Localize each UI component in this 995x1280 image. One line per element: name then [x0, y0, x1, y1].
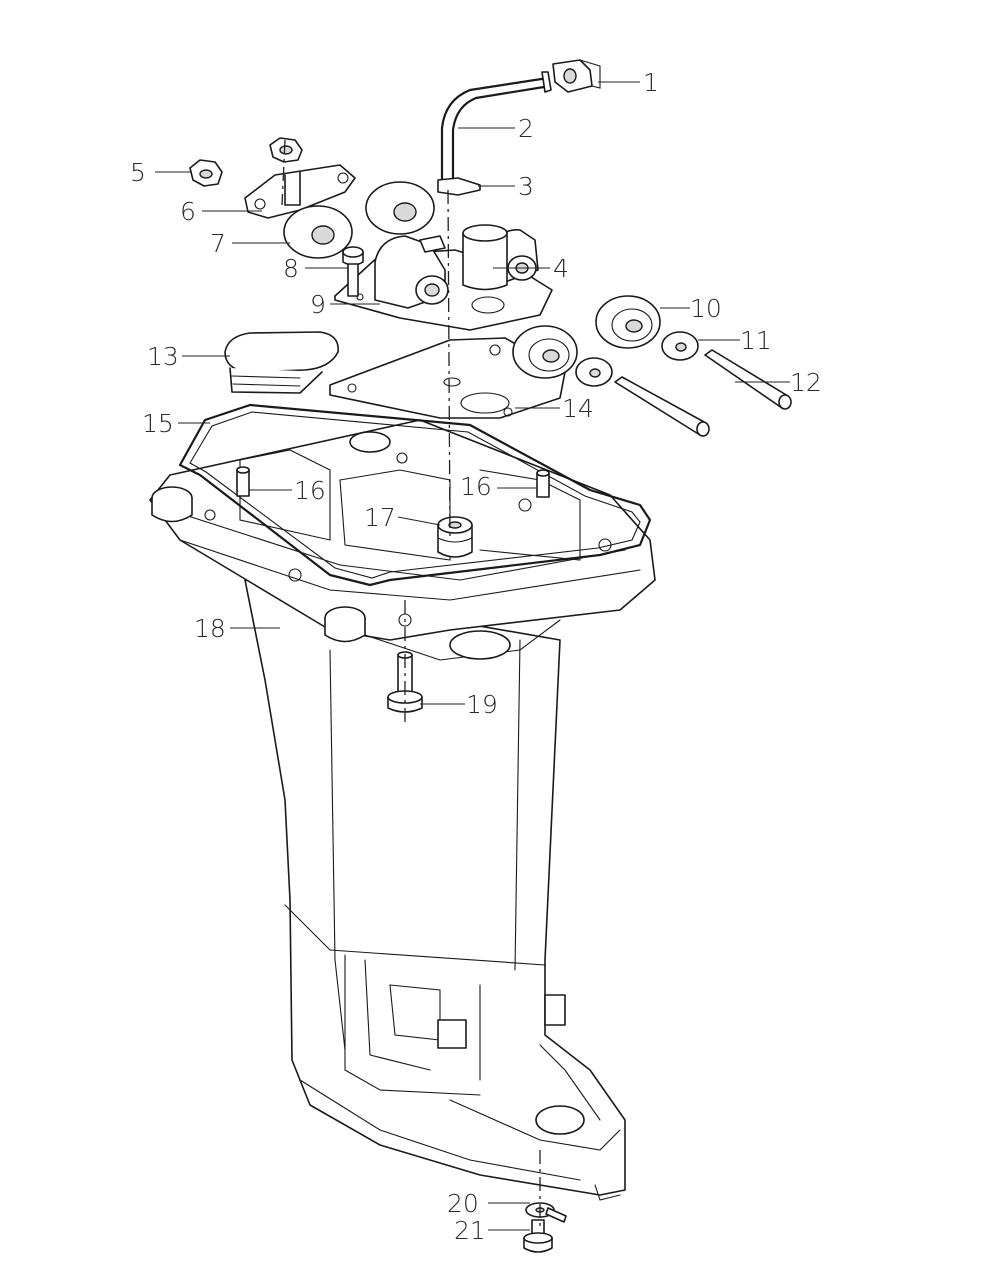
- part-15-gasket: [178, 403, 652, 587]
- part-16-dowel-left: [236, 466, 250, 497]
- callout-19: 19: [466, 690, 498, 719]
- callout-16-left: 16: [294, 476, 326, 505]
- part-3-clip: [437, 177, 481, 196]
- part-2-tube: [440, 71, 552, 187]
- callout-6: 6: [180, 197, 196, 226]
- callout-4: 4: [553, 254, 569, 283]
- callout-10: 10: [690, 294, 722, 323]
- part-7-rubber-washer-upper: [365, 181, 435, 235]
- part-10-rubber-mount: [595, 295, 661, 349]
- part-16-dowel-right: [536, 469, 550, 498]
- part-7-rubber-washer: [283, 205, 353, 259]
- part-12-pin: [704, 349, 792, 410]
- callout-16-right: 16: [460, 472, 492, 501]
- part-10-rubber-mount-lower: [512, 325, 578, 379]
- part-5-nut: [189, 159, 223, 187]
- callout-17: 17: [364, 503, 396, 532]
- callout-1: 1: [643, 68, 659, 97]
- callout-20: 20: [447, 1189, 479, 1218]
- callout-14: 14: [562, 394, 594, 423]
- part-12-pin-lower: [614, 376, 710, 437]
- part-14-gasket-plate: [329, 337, 566, 419]
- callout-13: 13: [147, 342, 179, 371]
- part-4-mount-rubbers: [374, 224, 539, 309]
- part-17-grommet: [437, 516, 473, 558]
- part-18-lower-casing: [244, 579, 626, 1201]
- callout-7: 7: [210, 229, 226, 258]
- callout-15: 15: [142, 409, 174, 438]
- callout-18: 18: [194, 614, 226, 643]
- callout-12: 12: [790, 368, 822, 397]
- callout-2: 2: [518, 114, 534, 143]
- assembly-axes: [281, 139, 541, 1230]
- part-5-nut-upper: [269, 137, 303, 163]
- callout-labels: 1 2 3 4 5 6 7 8 9 10 11 12 13 14 15 16 1…: [130, 68, 822, 1245]
- part-18-upper-housing: [149, 419, 656, 661]
- callout-5: 5: [130, 158, 146, 187]
- part-11-washer: [661, 331, 699, 361]
- part-21-bolt: [523, 1219, 553, 1253]
- callout-11: 11: [740, 326, 772, 355]
- callout-3: 3: [518, 172, 534, 201]
- callout-9: 9: [310, 290, 326, 319]
- part-11-washer-lower: [575, 357, 613, 387]
- leader-lines: [155, 81, 790, 1231]
- part-1-clip: [552, 59, 601, 93]
- callout-21: 21: [454, 1216, 486, 1245]
- part-8-bolt: [342, 246, 364, 297]
- part-13-cap: [224, 331, 339, 394]
- callout-8: 8: [283, 254, 299, 283]
- part-20-washer: [525, 1202, 567, 1223]
- part-6-bracket: [244, 164, 356, 219]
